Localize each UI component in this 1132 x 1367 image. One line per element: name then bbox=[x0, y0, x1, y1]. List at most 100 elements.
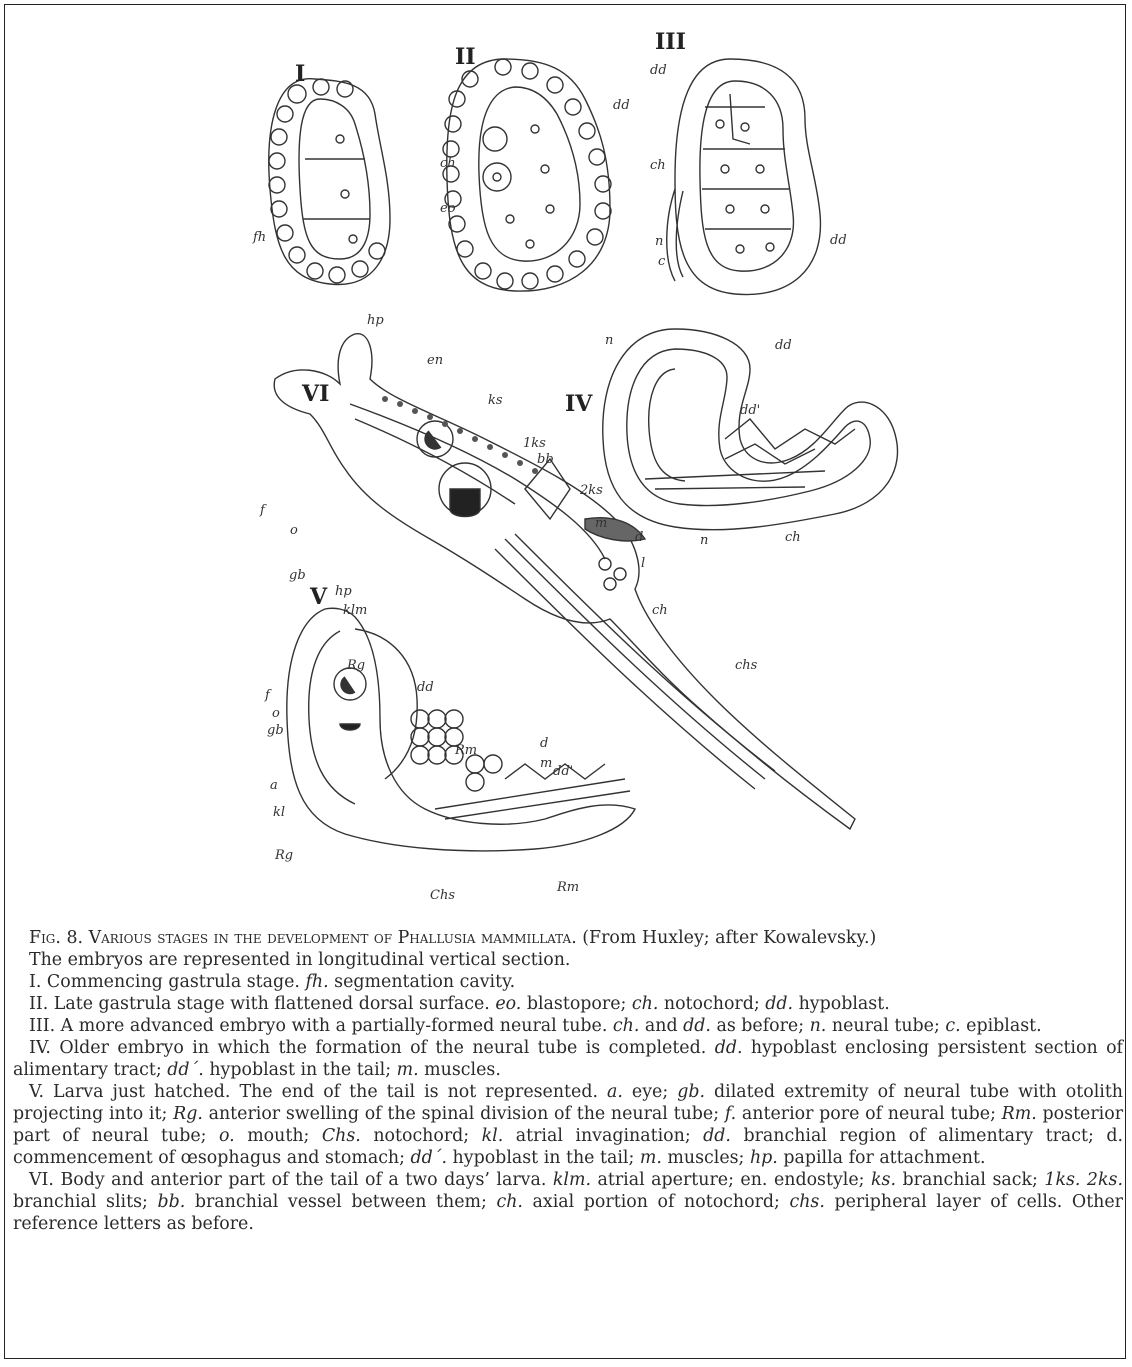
s6-o-label: o bbox=[290, 523, 298, 538]
stage-1-drawing bbox=[269, 79, 390, 285]
caption-description: atrial invagination; bbox=[503, 1126, 703, 1146]
s3-c-label: c bbox=[658, 254, 666, 269]
s6-1ks-label: 1ks bbox=[523, 436, 546, 451]
caption-abbreviation: ch. bbox=[613, 1016, 639, 1036]
caption-item: IV. Older embryo in which the formation … bbox=[13, 1037, 1123, 1081]
caption-description: as before; bbox=[711, 1016, 810, 1036]
caption-abbreviation: f. bbox=[725, 1104, 736, 1124]
caption-description: anterior pore of neural tube; bbox=[736, 1104, 1001, 1124]
s2-dd-label: dd bbox=[613, 98, 630, 113]
caption-intro: The embryos are represented in longitudi… bbox=[13, 949, 1123, 971]
s6-chs-label: chs bbox=[735, 658, 758, 673]
caption-abbreviation: a. bbox=[607, 1082, 623, 1102]
caption-abbreviation: eo. bbox=[495, 994, 521, 1014]
caption-description: hypoblast. bbox=[793, 994, 890, 1014]
caption-description: branchial slits; bbox=[13, 1192, 157, 1212]
caption-abbreviation: gb. bbox=[677, 1082, 705, 1102]
caption-abbreviation: ch. bbox=[632, 994, 658, 1014]
caption-description: muscles; bbox=[662, 1148, 750, 1168]
caption-description: branchial sack; bbox=[896, 1170, 1044, 1190]
s6-ks-label: ks bbox=[488, 393, 503, 408]
caption-description: papilla for attachment. bbox=[778, 1148, 986, 1168]
fig-label: Fig. 8. bbox=[29, 928, 83, 948]
caption-item-lead: III. A more advanced embryo with a parti… bbox=[29, 1016, 613, 1036]
s5-d-label: d bbox=[540, 736, 548, 751]
caption-abbreviation: 1ks. 2ks. bbox=[1044, 1170, 1123, 1190]
caption-item: VI. Body and anterior part of the tail o… bbox=[13, 1169, 1123, 1235]
caption-abbreviation: m. bbox=[640, 1148, 662, 1168]
caption-item-lead: V. Larva just hatched. The end of the ta… bbox=[29, 1082, 607, 1102]
stage-5-label: V bbox=[309, 584, 328, 610]
caption-item-lead: IV. Older embryo in which the formation … bbox=[29, 1038, 715, 1058]
s6-en-label: en bbox=[427, 353, 443, 368]
stage-6-label: VI bbox=[301, 381, 329, 407]
stage-3-drawing bbox=[667, 59, 821, 295]
s5-hp-label: hp bbox=[335, 584, 352, 599]
s5-chs-label: Chs bbox=[430, 888, 455, 903]
s3-dd-top-label: dd bbox=[650, 63, 667, 78]
caption-description: notochord; bbox=[361, 1126, 482, 1146]
s2-ch-label: ch bbox=[440, 156, 456, 171]
embryo-illustration: I II III IV V VI fh dd ch eo dd ch n c d… bbox=[205, 19, 985, 919]
stage-3-label: III bbox=[655, 29, 686, 55]
caption-abbreviation: fh. bbox=[305, 972, 328, 992]
figure-caption: Fig. 8. Various stages in the developmen… bbox=[13, 927, 1123, 1235]
caption-abbreviation: dd. bbox=[703, 1126, 731, 1146]
caption-abbreviation: c. bbox=[945, 1016, 960, 1036]
s5-m-label: m bbox=[540, 756, 552, 771]
caption-abbreviation: ch. bbox=[496, 1192, 522, 1212]
s6-bb-label: bb bbox=[537, 452, 554, 467]
s3-n-label: n bbox=[655, 234, 663, 249]
caption-abbreviation: klm. bbox=[553, 1170, 591, 1190]
caption-abbreviation: dd´. bbox=[167, 1060, 204, 1080]
s6-l-label: l bbox=[641, 556, 645, 571]
stage-5-drawing bbox=[287, 608, 635, 851]
s3-ch-label: ch bbox=[650, 158, 666, 173]
s6-rm-label: Rm bbox=[454, 743, 477, 758]
caption-abbreviation: hp. bbox=[750, 1148, 778, 1168]
caption-abbreviation: ks. bbox=[871, 1170, 896, 1190]
stage-2-drawing bbox=[443, 59, 611, 291]
caption-abbreviation: Rg. bbox=[173, 1104, 203, 1124]
caption-abbreviation: dd. bbox=[715, 1038, 743, 1058]
caption-description: hypoblast in the tail; bbox=[447, 1148, 640, 1168]
caption-abbreviation: dd. bbox=[765, 994, 793, 1014]
caption-description: anterior swelling of the spinal division… bbox=[203, 1104, 725, 1124]
caption-abbreviation: dd. bbox=[683, 1016, 711, 1036]
stage-4-label: IV bbox=[565, 391, 593, 417]
s6-gb-label: gb bbox=[289, 568, 306, 583]
s4-ch-label: ch bbox=[785, 530, 801, 545]
s4-dd-label: dd bbox=[775, 338, 792, 353]
caption-description: and bbox=[639, 1016, 683, 1036]
s5-dd-prime-label: dd' bbox=[553, 764, 573, 779]
caption-abbreviation: dd´. bbox=[411, 1148, 448, 1168]
caption-description: axial portion of notochord; bbox=[523, 1192, 790, 1212]
stage-2-label: II bbox=[455, 44, 476, 70]
caption-description: branchial vessel between them; bbox=[185, 1192, 496, 1212]
s6-ch-label: ch bbox=[652, 603, 668, 618]
s5-f-label: f bbox=[264, 688, 272, 703]
caption-abbreviation: kl. bbox=[482, 1126, 504, 1146]
caption-abbreviation: Chs. bbox=[322, 1126, 361, 1146]
s5-rg-label: Rg bbox=[274, 848, 293, 863]
s6-2ks-label: 2ks bbox=[579, 483, 603, 498]
caption-heading: Fig. 8. Various stages in the developmen… bbox=[13, 927, 1123, 949]
s5-rm-label: Rm bbox=[556, 880, 579, 895]
fig-source: (From Huxley; after Kowalevsky.) bbox=[582, 928, 876, 948]
s6-m-label: m bbox=[595, 516, 607, 531]
s5-gb-label: gb bbox=[267, 723, 284, 738]
caption-abbreviation: m. bbox=[397, 1060, 419, 1080]
caption-description: neural tube; bbox=[826, 1016, 945, 1036]
s5-o-label: o bbox=[272, 706, 280, 721]
caption-description: segmentation cavity. bbox=[329, 972, 516, 992]
caption-item: II. Late gastrula stage with flattened d… bbox=[13, 993, 1123, 1015]
s5-dd-label: dd bbox=[417, 680, 434, 695]
s6-f-label: f bbox=[259, 503, 267, 518]
caption-abbreviation: n. bbox=[810, 1016, 827, 1036]
page-frame: I II III IV V VI fh dd ch eo dd ch n c d… bbox=[4, 4, 1126, 1359]
caption-description: hypoblast in the tail; bbox=[204, 1060, 397, 1080]
caption-description: eye; bbox=[623, 1082, 677, 1102]
caption-item: III. A more advanced embryo with a parti… bbox=[13, 1015, 1123, 1037]
s6-klm-label: klm bbox=[343, 603, 367, 618]
s1-fh-label: fh bbox=[252, 230, 266, 245]
